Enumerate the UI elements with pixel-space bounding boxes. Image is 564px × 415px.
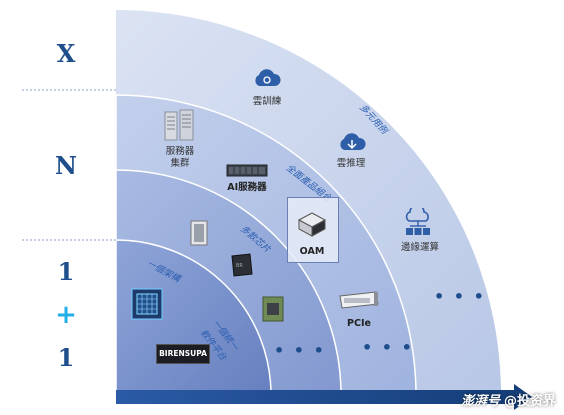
architecture-chip-icon [131, 288, 163, 320]
edge-computing-label: 邊緣運算 [400, 242, 439, 253]
gpu-chip-icon: BR [231, 253, 253, 277]
accelerator-card-icon [190, 220, 208, 246]
row-label-one-top: 1 [57, 257, 75, 286]
axis-arrow-body [116, 390, 516, 404]
ai-server-icon [226, 164, 268, 177]
pcie-card-icon [339, 291, 379, 309]
watermark-handle: @投资界 [503, 394, 556, 409]
row-label-x: X [56, 39, 76, 68]
server-cluster-label-line1: 服務器 [165, 146, 195, 157]
ellipsis-second: • • • [362, 338, 414, 357]
watermark-logo: 澎湃号 [460, 394, 500, 409]
edge-computing-icon [405, 208, 430, 235]
cloud-training-label: 雲訓練 [252, 96, 282, 107]
row-label-one-bottom: 1 [57, 343, 75, 372]
pcie-label: PCIe [347, 318, 371, 329]
band-inner [115, 239, 272, 396]
ellipsis-outer: • • • [434, 287, 486, 306]
watermark: 澎湃号@投资界 [461, 390, 556, 409]
server-cluster-label-line2: 集群 [170, 158, 190, 169]
birensupa-badge: BIRENSUPA [156, 344, 210, 364]
oam-label: OAM [299, 246, 325, 257]
oam-module-icon [297, 212, 327, 237]
row-label-plus: + [55, 300, 77, 330]
cloud-inference-icon [340, 133, 366, 150]
axis-arrow-head [514, 384, 532, 410]
server-rack-icon [164, 109, 194, 141]
pcb-module-icon [262, 296, 284, 322]
cloud-training-icon [255, 69, 281, 86]
svg-text:BR: BR [236, 263, 243, 269]
ai-server-label: AI服務器 [227, 182, 267, 193]
row-label-n: N [55, 151, 77, 180]
cloud-inference-label: 雲推理 [336, 158, 366, 169]
ellipsis-third: • • • [274, 341, 326, 360]
